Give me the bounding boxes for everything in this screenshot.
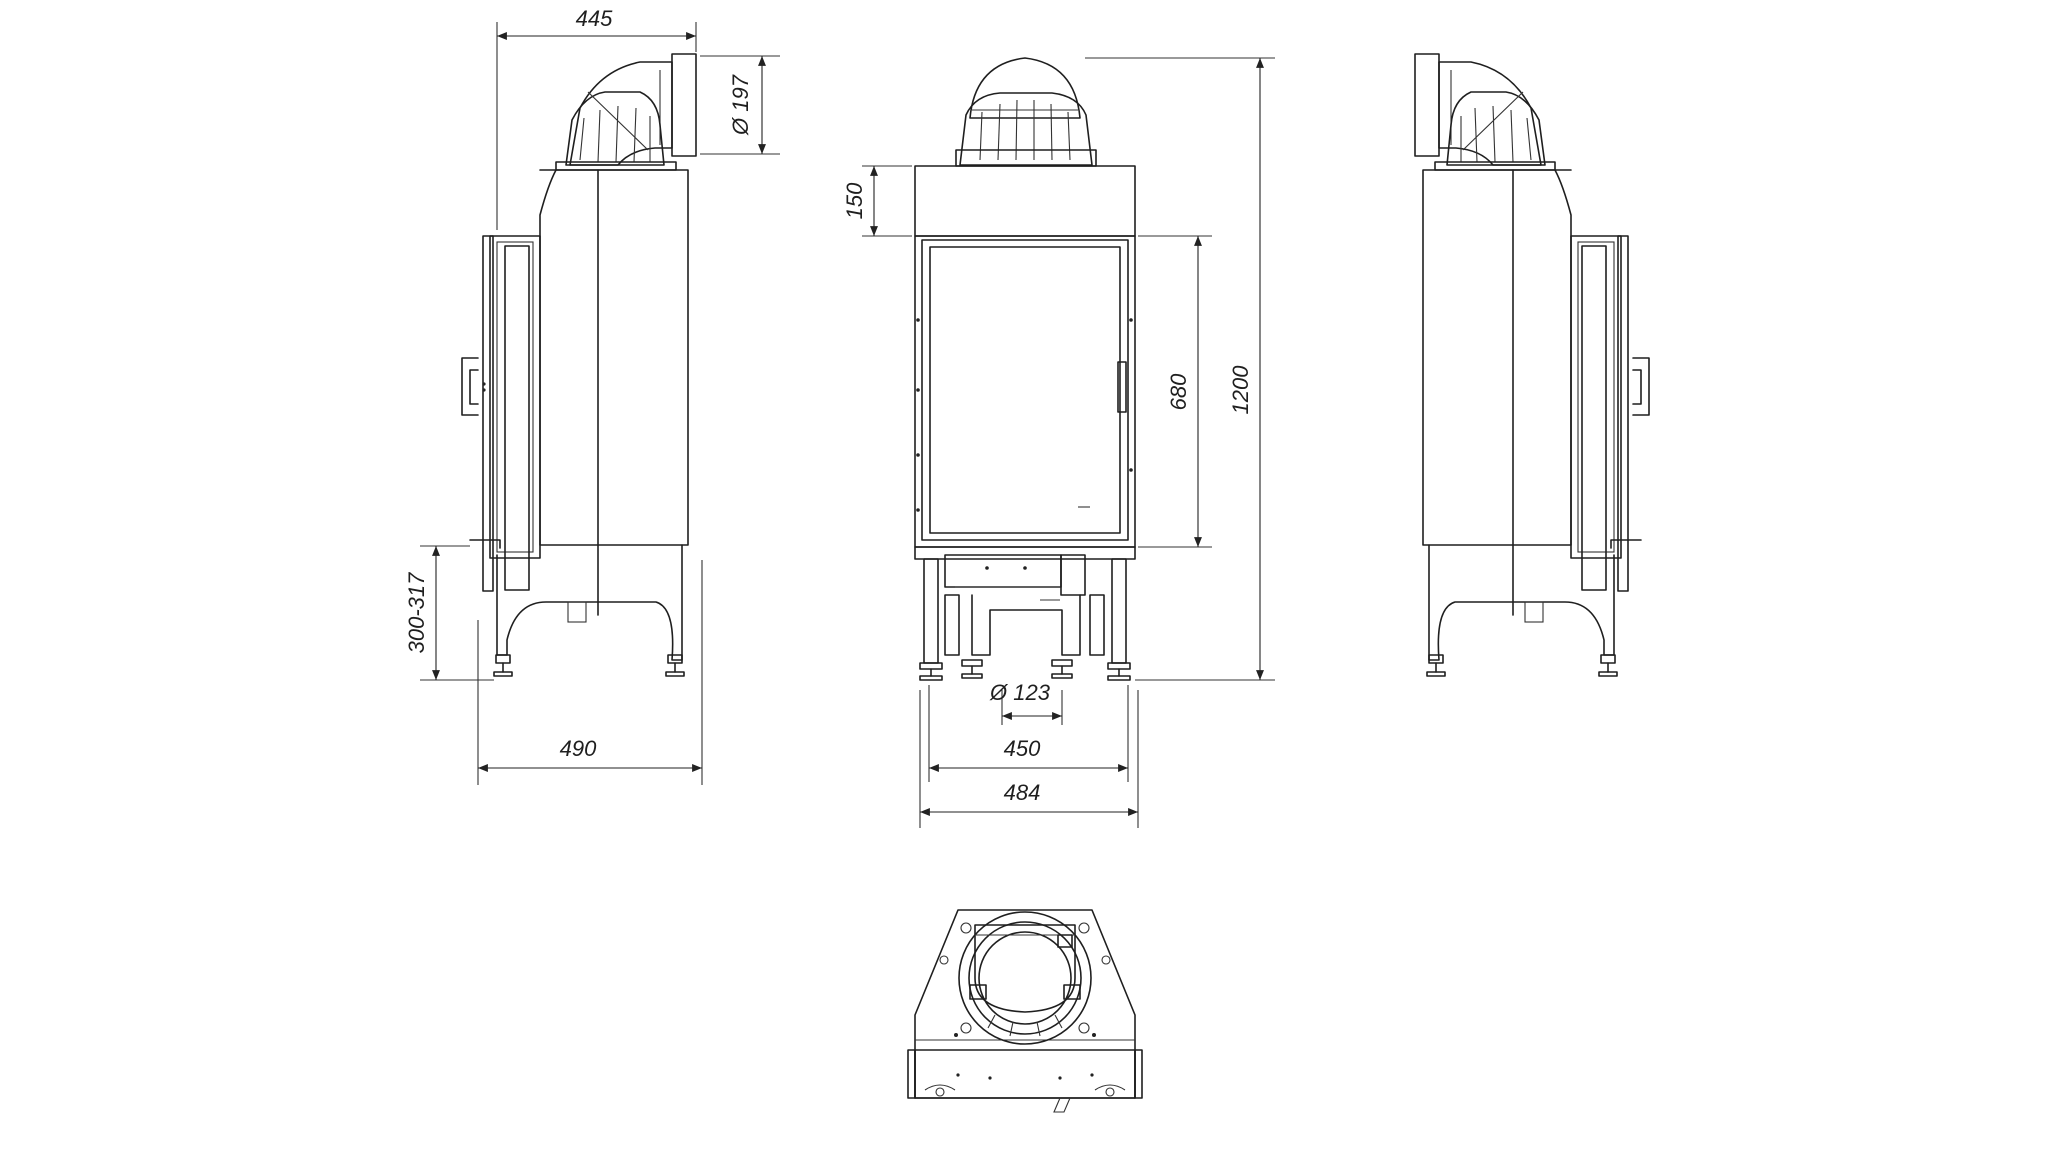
front-view bbox=[914, 57, 1136, 681]
dim-1200-label: 1200 bbox=[1228, 365, 1253, 415]
top-view bbox=[907, 909, 1143, 1113]
dim-484-label: 484 bbox=[1004, 780, 1041, 805]
dim-150-label: 150 bbox=[842, 182, 867, 219]
dim-air-inlet-diameter-label: Ø 123 bbox=[989, 680, 1051, 705]
dim-680-label: 680 bbox=[1166, 373, 1191, 410]
dimension-lines bbox=[420, 22, 1275, 828]
dim-300-317-label: 300-317 bbox=[404, 572, 429, 654]
dim-490-label: 490 bbox=[560, 736, 597, 761]
dim-flue-diameter-label: Ø 197 bbox=[728, 74, 753, 136]
dim-445-label: 445 bbox=[576, 6, 613, 31]
dim-450-label: 450 bbox=[1004, 736, 1041, 761]
side-view-left bbox=[461, 53, 697, 677]
side-view-right bbox=[1414, 53, 1650, 677]
